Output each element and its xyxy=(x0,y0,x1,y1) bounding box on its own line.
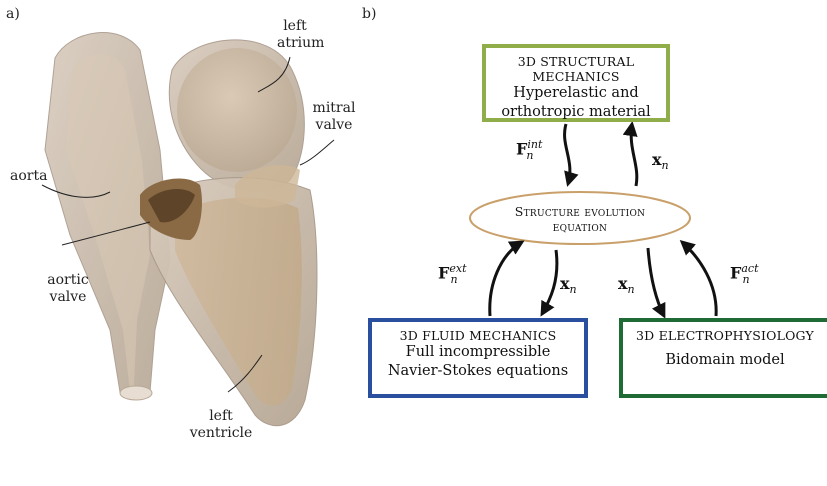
panel-b-label: b) xyxy=(362,6,376,23)
box-structural-mechanics: 3D STRUCTURAL MECHANICS Hyperelastic and… xyxy=(482,44,670,122)
label-x-n-left: xn xyxy=(560,274,577,296)
fluid-title: 3D FLUID MECHANICS xyxy=(372,328,584,343)
arrow-f-ext xyxy=(490,242,522,316)
electro-desc-1: Bidomain model xyxy=(623,351,827,370)
fluid-desc-2: Navier-Stokes equations xyxy=(372,362,584,381)
box-fluid-mechanics: 3D FLUID MECHANICS Full incompressible N… xyxy=(368,318,588,398)
heart-illustration xyxy=(0,0,360,486)
arrow-x-down-right xyxy=(648,248,664,316)
structural-title: 3D STRUCTURAL MECHANICS xyxy=(486,54,666,84)
electro-title: 3D ELECTROPHYSIOLOGY xyxy=(623,328,827,343)
arrow-f-int xyxy=(565,124,570,184)
label-x-n-right: xn xyxy=(618,274,635,296)
label-f-act: Factn xyxy=(730,262,766,286)
label-aorta: aorta xyxy=(10,168,47,185)
arrow-x-up xyxy=(631,124,637,186)
label-x-n-top: xn xyxy=(652,150,669,172)
structural-desc-1: Hyperelastic and xyxy=(486,84,666,103)
arrow-x-down-left xyxy=(542,250,557,314)
structural-desc-2: orthotropic material xyxy=(486,103,666,122)
label-f-int: Fintn xyxy=(516,138,549,162)
box-electrophysiology: 3D ELECTROPHYSIOLOGY Bidomain model xyxy=(619,318,827,398)
fluid-desc-1: Full incompressible xyxy=(372,343,584,362)
label-f-ext: Fextn xyxy=(438,262,474,286)
arrow-f-act xyxy=(682,242,716,316)
